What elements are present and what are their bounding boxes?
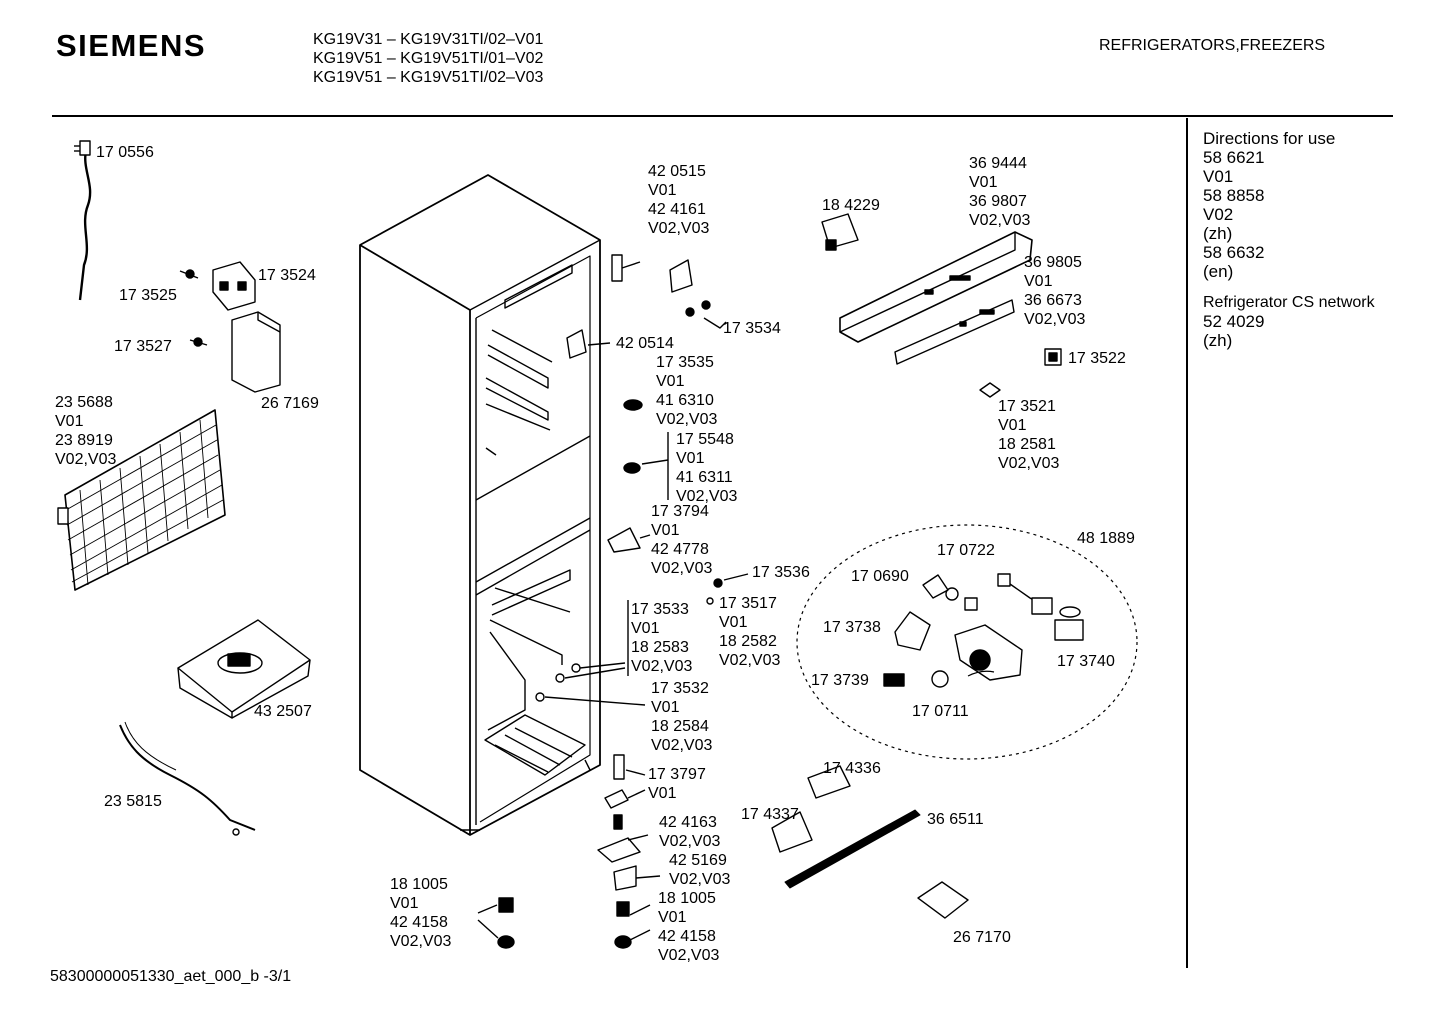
cabinet (359, 174, 601, 836)
condenser (57, 409, 226, 591)
part-label-23-5815: 23 5815 (104, 793, 162, 810)
part-label-17-3522: 17 3522 (1068, 350, 1126, 367)
part-label-17-3738: 17 3738 (823, 619, 881, 636)
part-label-17-4337: 17 4337 (741, 806, 799, 823)
directions-entry: (zh) (1203, 224, 1233, 243)
part-label-17-3525: 17 3525 (119, 287, 177, 304)
control-panel (821, 213, 1062, 398)
model-list: KG19V31 – KG19V31TI/02–V01 KG19V51 – KG1… (313, 30, 543, 87)
network-entry: (zh) (1203, 331, 1233, 350)
part-label-36-6511: 36 6511 (927, 811, 984, 828)
network-title: Refrigerator CS network (1203, 294, 1375, 311)
drip-tray (177, 619, 311, 719)
part-label-17-3524: 17 3524 (258, 267, 316, 284)
model-line: KG19V51 – KG19V51TI/02–V03 (313, 69, 544, 86)
directions-entry: V01 (1203, 167, 1234, 186)
directions-entry: 58 6632 (1203, 243, 1265, 262)
model-line: KG19V31 – KG19V31TI/02–V01 (313, 31, 544, 48)
part-label-26-7169: 26 7169 (261, 395, 319, 412)
part-label-17-3536: 17 3536 (752, 564, 810, 581)
hinge-parts (535, 254, 749, 891)
part-label-17-0722: 17 0722 (937, 542, 995, 559)
thermostat-bracket (179, 261, 256, 347)
directions-entry: V02 (1203, 205, 1234, 224)
part-label-17-0711: 17 0711 (912, 703, 969, 720)
directions-title: Directions for use (1203, 129, 1336, 148)
directions-entry: 58 8858 (1203, 186, 1265, 205)
sidebar-divider (1186, 118, 1188, 968)
part-label-17-4336: 17 4336 (823, 760, 881, 777)
brand-logo: SIEMENS (56, 28, 207, 63)
part-label-17-3527: 17 3527 (114, 338, 172, 355)
lamp-assembly (796, 524, 1138, 760)
adjustable-feet (477, 897, 651, 949)
header-divider (52, 115, 1393, 117)
part-label-17-3739: 17 3739 (811, 672, 869, 689)
model-line: KG19V51 – KG19V51TI/01–V02 (313, 50, 544, 67)
sidebar-references: Directions for use 58 6621 V01 58 8858 V… (1203, 129, 1375, 350)
door-parts (771, 765, 969, 919)
part-label-17-3534: 17 3534 (723, 320, 781, 337)
thermostat-cover (231, 311, 281, 393)
part-label-18-4229: 18 4229 (822, 197, 880, 214)
part-label-17-3740: 17 3740 (1057, 653, 1115, 670)
network-entry: 52 4029 (1203, 312, 1265, 331)
category-title: REFRIGERATORS,FREEZERS (1099, 37, 1326, 54)
part-label-48-1889: 48 1889 (1077, 530, 1135, 547)
part-label-17-0556: 17 0556 (96, 144, 154, 161)
directions-entry: 58 6621 (1203, 148, 1265, 167)
wiring-harness (119, 721, 256, 836)
part-label-17-0690: 17 0690 (851, 568, 909, 585)
document-id: 58300000051330_aet_000_b -3/1 (50, 968, 292, 985)
power-cord (74, 140, 92, 301)
part-label-43-2507: 43 2507 (254, 703, 312, 720)
part-label-26-7170: 26 7170 (953, 929, 1011, 946)
part-label-42-0514: 42 0514 (616, 335, 674, 352)
directions-entry: (en) (1203, 262, 1234, 281)
